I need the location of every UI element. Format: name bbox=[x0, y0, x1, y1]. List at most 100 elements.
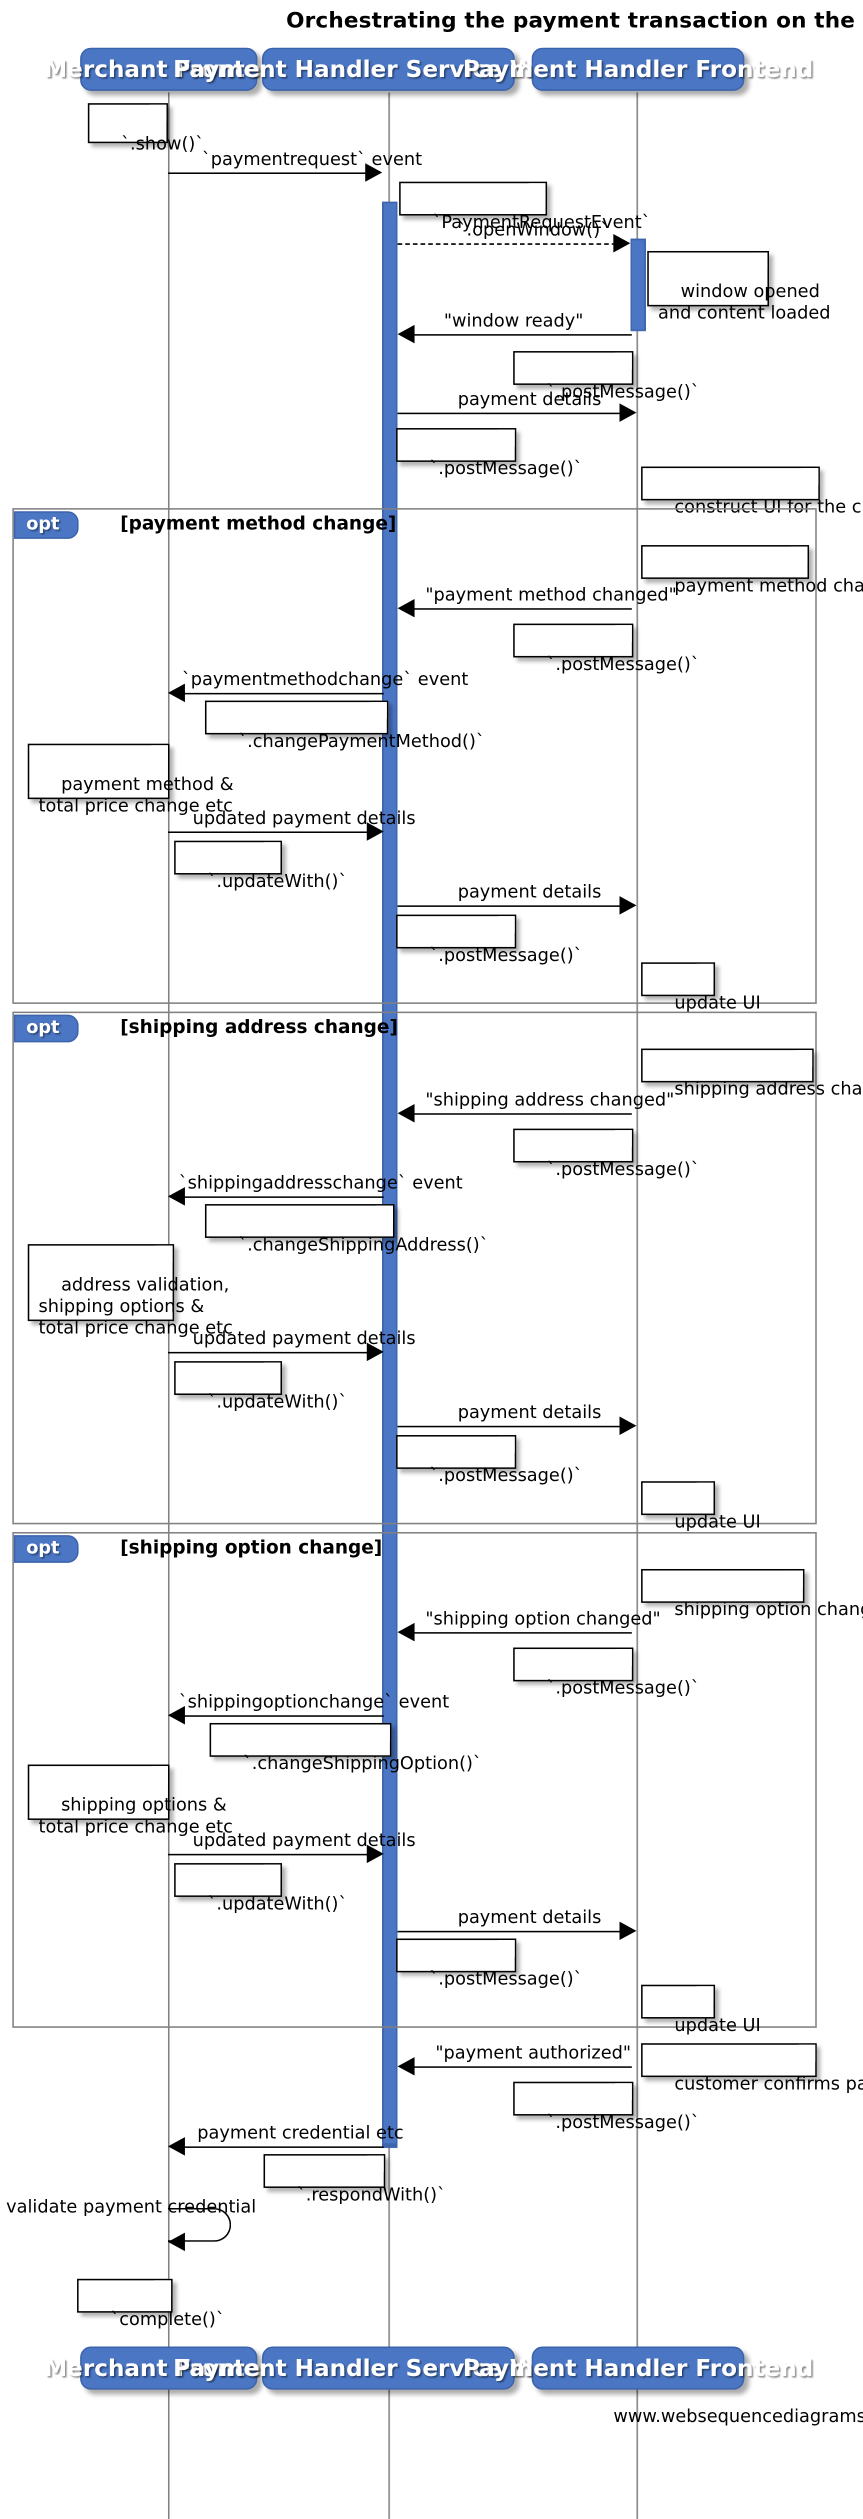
note-fold-icon bbox=[263, 842, 281, 860]
note-text: address validation, shipping options & t… bbox=[38, 1273, 233, 1339]
message-label-paymentrequest: `paymentrequest` event bbox=[201, 147, 423, 170]
note-postmessage-7: `.postMessage()` bbox=[513, 1647, 700, 1698]
note-update-ui-3: update UI bbox=[641, 1984, 761, 2036]
message-line-payment-details-3 bbox=[397, 1425, 625, 1428]
note-customer-confirms-payment: customer confirms payment bbox=[641, 2043, 863, 2094]
note-change-shipping-option: `.changeShippingOption()` bbox=[209, 1722, 482, 1774]
arrowhead-shippingaddresschange bbox=[167, 1187, 185, 1206]
note-fold-icon bbox=[696, 963, 714, 981]
note-fold-icon bbox=[696, 1482, 714, 1500]
message-line-updated-payment-details-2 bbox=[167, 1351, 372, 1354]
note-text: construct UI for the customer bbox=[674, 495, 863, 518]
lifeline-handler-frontend bbox=[636, 92, 639, 2519]
note-text: `.postMessage()` bbox=[546, 2110, 700, 2133]
fragment-tab-opt-2: opt bbox=[13, 1014, 79, 1043]
note-fold-icon bbox=[497, 1940, 515, 1957]
note-postmessage-8: `.postMessage()` bbox=[396, 1938, 583, 1989]
note-text: `.changeShippingOption()` bbox=[242, 1752, 482, 1774]
note-text: `.postMessage()` bbox=[546, 1676, 700, 1699]
note-fold-icon bbox=[263, 1864, 281, 1882]
actor-handler-frontend-bottom[interactable]: Payment Handler Frontend bbox=[463, 2346, 813, 2390]
note-text: `.postMessage()` bbox=[429, 457, 583, 479]
note-show: `.show()` bbox=[87, 103, 204, 154]
note-text: update UI bbox=[674, 2013, 761, 2036]
actor-merchant-frontend-top[interactable]: Merchant Frontend bbox=[44, 47, 293, 91]
note-text: `.updateWith()` bbox=[207, 869, 348, 892]
note-construct-ui: construct UI for the customer bbox=[641, 466, 863, 517]
activation-handler-frontend-1 bbox=[630, 238, 646, 332]
message-label-payment-details-3: payment details bbox=[457, 1401, 602, 1423]
note-text: update UI bbox=[674, 1510, 761, 1533]
actor-handler-frontend-top[interactable]: Payment Handler Frontend bbox=[463, 47, 813, 91]
note-fold-icon bbox=[376, 1205, 393, 1223]
message-label-window-ready: "window ready" bbox=[443, 309, 584, 332]
note-fold-icon bbox=[155, 1245, 173, 1263]
note-payment-request-event: `PaymentRequestEvent` bbox=[399, 181, 651, 232]
message-label-validate-payment-credential: validate payment credential bbox=[6, 2195, 257, 2218]
arrowhead-updated-payment-details-1 bbox=[366, 822, 384, 841]
note-fold-icon bbox=[151, 745, 168, 763]
note-text: `.updateWith()` bbox=[207, 1390, 348, 1412]
note-respondwith: `.respondWith()` bbox=[263, 2154, 446, 2205]
arrowhead-payment-details-2 bbox=[619, 896, 637, 915]
note-text: `.postMessage()` bbox=[429, 1967, 583, 1990]
actor-label: Merchant Frontend bbox=[44, 55, 294, 84]
note-fold-icon bbox=[750, 252, 768, 270]
note-text: `.changeShippingAddress()` bbox=[238, 1233, 489, 1255]
note-fold-icon bbox=[497, 1436, 515, 1454]
note-fold-icon bbox=[795, 1050, 813, 1068]
arrowhead-window-ready bbox=[397, 324, 415, 344]
note-text: shipping option changed bbox=[674, 1598, 863, 1620]
note-fold-icon bbox=[263, 1362, 281, 1380]
fragment-payment-method-change bbox=[12, 508, 817, 1004]
note-text: update UI bbox=[674, 991, 761, 1014]
note-fold-icon bbox=[801, 468, 819, 486]
message-line-payment-method-changed bbox=[403, 608, 632, 610]
message-label-updated-payment-details-2: updated payment details bbox=[192, 1327, 416, 1349]
note-fold-icon bbox=[614, 2083, 632, 2101]
fragment-shipping-option-change bbox=[12, 1532, 817, 2028]
note-update-ui-2: update UI bbox=[641, 1481, 761, 1532]
arrowhead-shipping-address-changed bbox=[397, 1103, 415, 1123]
note-text: `.postMessage()` bbox=[546, 380, 700, 402]
message-line-payment-details-4 bbox=[397, 1930, 625, 1933]
message-line-updated-payment-details-1 bbox=[167, 831, 372, 833]
arrowhead-payment-credential bbox=[167, 2137, 185, 2156]
message-line-paymentrequest bbox=[167, 172, 369, 174]
arrowhead-payment-details-1 bbox=[619, 403, 637, 422]
message-line-updated-payment-details-3 bbox=[167, 1853, 372, 1856]
arrowhead-shippingoptionchange bbox=[167, 1706, 185, 1725]
note-postmessage-2: `.postMessage()` bbox=[396, 428, 583, 479]
activation-service-worker bbox=[382, 201, 398, 2145]
note-text: shipping options & total price change et… bbox=[38, 1793, 233, 1837]
message-line-shipping-option-changed bbox=[403, 1632, 632, 1634]
message-label-paymentmethodchange: `paymentmethodchange` event bbox=[181, 668, 469, 690]
arrowhead-paymentrequest bbox=[365, 163, 383, 182]
note-text: `complete()` bbox=[110, 2308, 225, 2330]
note-fold-icon bbox=[528, 183, 546, 201]
note-postmessage-9: `.postMessage()` bbox=[513, 2081, 700, 2133]
note-text: `.show()` bbox=[121, 132, 205, 154]
arrowhead-validate-payment-credential bbox=[167, 2232, 185, 2252]
note-postmessage-1: `.postMessage()` bbox=[513, 351, 700, 402]
message-line-window-ready bbox=[403, 334, 632, 336]
arrowhead-updated-payment-details-2 bbox=[366, 1342, 384, 1362]
note-postmessage-6: `.postMessage()` bbox=[396, 1435, 583, 1486]
actor-merchant-frontend-bottom[interactable]: Merchant Frontend bbox=[44, 2346, 293, 2390]
note-text: `PaymentRequestEvent` bbox=[432, 210, 651, 233]
note-updatewith-2: `.updateWith()` bbox=[174, 1361, 347, 1412]
diagram-title: Orchestrating the payment transaction on… bbox=[286, 9, 863, 34]
note-postmessage-5: `.postMessage()` bbox=[513, 1128, 700, 1179]
message-label-payment-method-changed: "payment method changed" bbox=[425, 583, 677, 606]
note-fold-icon bbox=[149, 104, 167, 122]
note-change-payment-method: `.changePaymentMethod()` bbox=[204, 700, 485, 751]
note-fold-icon bbox=[614, 625, 632, 643]
note-address-validation: address validation, shipping options & t… bbox=[27, 1244, 233, 1338]
note-updatewith-3: `.updateWith()` bbox=[174, 1863, 347, 1914]
note-text: `.changePaymentMethod()` bbox=[238, 729, 485, 752]
note-text: `.postMessage()` bbox=[546, 652, 700, 675]
note-text: `.respondWith()` bbox=[296, 2183, 446, 2205]
self-message-validate-credential bbox=[167, 2207, 232, 2242]
note-fold-icon bbox=[614, 1130, 632, 1148]
note-fold-icon bbox=[497, 429, 515, 447]
